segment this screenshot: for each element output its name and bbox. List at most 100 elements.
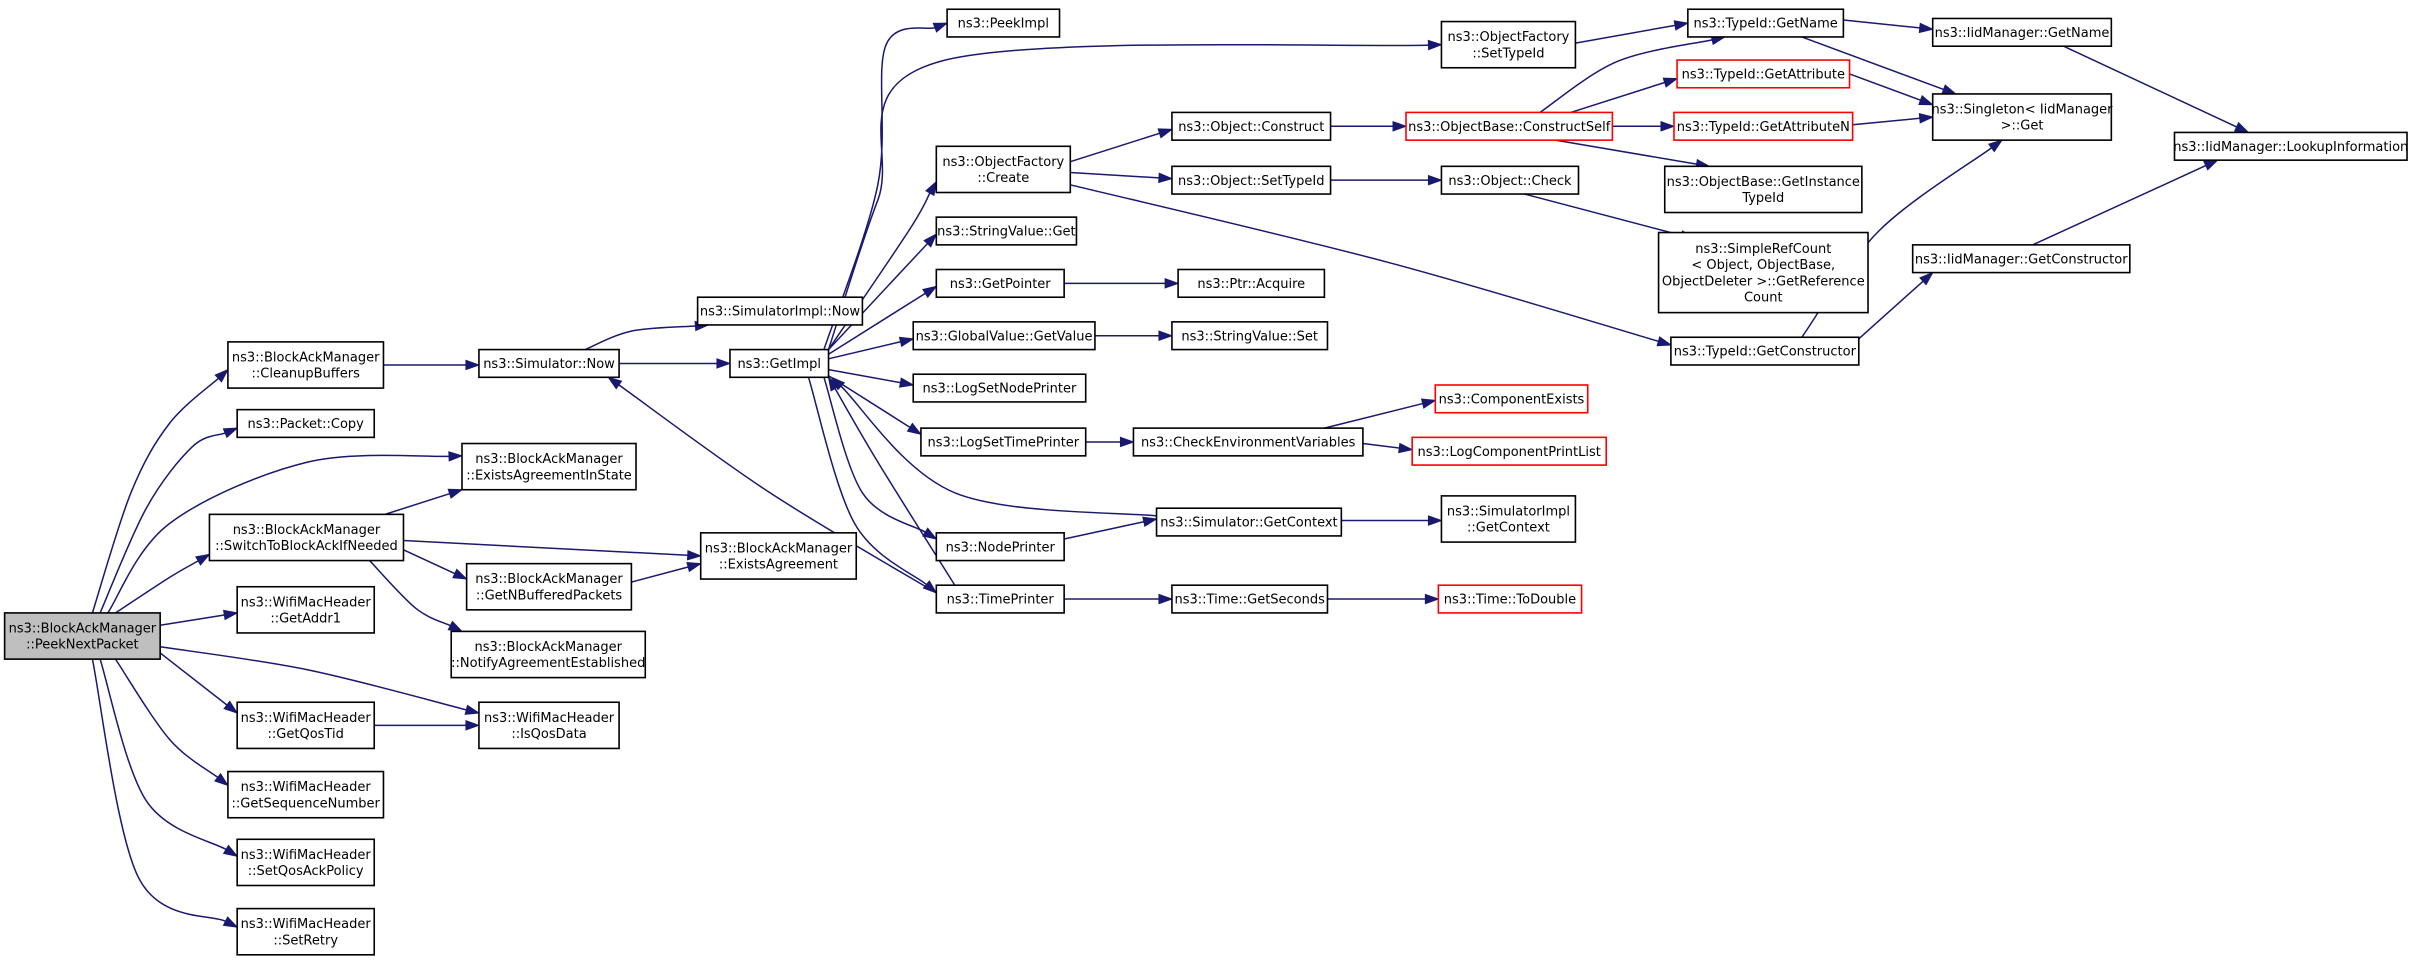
node-box[interactable] [1171,111,1332,141]
node-box[interactable] [236,907,376,956]
node-box[interactable] [912,321,1096,351]
node-timetodouble[interactable]: ns3::Time::ToDouble [1437,584,1583,614]
node-getqostid[interactable]: ns3::WifiMacHeader::GetQosTid [236,701,376,750]
node-box[interactable] [1663,165,1863,214]
node-box[interactable] [1931,17,2113,47]
node-cleanupbuffers[interactable]: ns3::BlockAckManager::CleanupBuffers [227,341,385,389]
node-box[interactable] [208,513,405,562]
node-box[interactable] [1155,507,1343,537]
node-box[interactable] [1440,165,1580,195]
node-box[interactable] [227,341,385,389]
node-packetcopy[interactable]: ns3::Packet::Copy [236,408,376,439]
node-setqosackpolicy[interactable]: ns3::WifiMacHeader::SetQosAckPolicy [236,838,376,887]
node-box[interactable] [1177,268,1326,299]
node-objectcheck[interactable]: ns3::Object::Check [1440,165,1580,195]
node-globalvaluegetvalue[interactable]: ns3::GlobalValue::GetValue [912,321,1096,351]
node-componentexists[interactable]: ns3::ComponentExists [1434,384,1589,414]
node-timegetseconds[interactable]: ns3::Time::GetSeconds [1171,584,1329,614]
node-box[interactable] [236,838,376,887]
node-box[interactable] [1931,93,2113,141]
node-box[interactable] [1171,584,1329,614]
node-getpointer[interactable]: ns3::GetPointer [935,268,1065,299]
node-typeidgetattribute[interactable]: ns3::TypeId::GetAttribute [1676,59,1851,89]
node-objectsettypeid[interactable]: ns3::Object::SetTypeId [1171,165,1332,195]
node-simulatorimplnow[interactable]: ns3::SimulatorImpl::Now [696,296,864,326]
node-box[interactable] [696,296,864,326]
node-typeidgetattributen[interactable]: ns3::TypeId::GetAttributeN [1673,111,1854,141]
node-box[interactable] [1405,111,1614,141]
node-box[interactable] [1132,427,1364,457]
node-iidmanagergetname[interactable]: ns3::IidManager::GetName [1931,17,2113,47]
node-peekimpl[interactable]: ns3::PeekImpl [946,8,1061,38]
node-box[interactable] [935,145,1072,194]
node-stringvalueget[interactable]: ns3::StringValue::Get [935,216,1078,246]
node-box[interactable] [236,701,376,750]
node-lookupinformation[interactable]: ns3::IidManager::LookupInformation [2173,131,2408,161]
node-simplerefcount[interactable]: ns3::SimpleRefCount< Object, ObjectBase,… [1657,231,1869,314]
node-box[interactable] [450,630,647,679]
node-box[interactable] [935,532,1065,562]
node-box[interactable] [699,532,858,580]
node-box[interactable] [1440,495,1577,543]
node-getimpl[interactable]: ns3::GetImpl [729,348,830,379]
node-simulatornow[interactable]: ns3::Simulator::Now [478,348,620,379]
node-nodeprinter[interactable]: ns3::NodePrinter [935,532,1065,562]
node-setretry[interactable]: ns3::WifiMacHeader::SetRetry [236,907,376,956]
node-existsagreement[interactable]: ns3::BlockAckManager::ExistsAgreement [699,532,858,580]
node-box[interactable] [1676,59,1851,89]
node-logcomponentprintlist[interactable]: ns3::LogComponentPrintList [1411,436,1608,466]
node-isqosdata[interactable]: ns3::WifiMacHeader::IsQosData [478,701,620,750]
node-box[interactable] [236,408,376,439]
node-timeprinter[interactable]: ns3::TimePrinter [935,584,1065,614]
node-box[interactable] [236,585,376,634]
node-box[interactable] [478,348,620,379]
node-box[interactable] [946,8,1061,38]
node-ptracquire[interactable]: ns3::Ptr::Acquire [1177,268,1326,299]
node-getsequencenumber[interactable]: ns3::WifiMacHeader::GetSequenceNumber [227,770,385,819]
node-typeidgetconstructor[interactable]: ns3::TypeId::GetConstructor [1670,336,1860,366]
node-box[interactable] [1434,384,1589,414]
node-constructself[interactable]: ns3::ObjectBase::ConstructSelf [1405,111,1614,141]
node-stringvalueset[interactable]: ns3::StringValue::Set [1171,321,1329,351]
node-existsagreementinstate[interactable]: ns3::BlockAckManager::ExistsAgreementInS… [461,442,637,491]
node-typeidgetname[interactable]: ns3::TypeId::GetName [1687,8,1845,38]
node-box[interactable] [461,442,637,491]
node-logsettimeprinter[interactable]: ns3::LogSetTimePrinter [920,427,1087,457]
node-box[interactable] [1911,244,2131,274]
node-box[interactable] [1657,231,1869,314]
node-box[interactable] [1670,336,1860,366]
node-objectfactorycreate[interactable]: ns3::ObjectFactory::Create [935,145,1072,194]
node-box[interactable] [1673,111,1854,141]
node-root[interactable]: ns3::BlockAckManager::PeekNextPacket [3,612,161,660]
node-simulatorgetcontext[interactable]: ns3::Simulator::GetContext [1155,507,1343,537]
node-switchtoblockack[interactable]: ns3::BlockAckManager::SwitchToBlockAckIf… [208,513,405,562]
node-objectconstruct[interactable]: ns3::Object::Construct [1171,111,1332,141]
node-singletonget[interactable]: ns3::Singleton< IidManager >::Get [1931,93,2114,141]
node-box[interactable] [912,373,1087,403]
node-box[interactable] [1440,20,1577,69]
node-getaddr1[interactable]: ns3::WifiMacHeader::GetAddr1 [236,585,376,634]
node-box[interactable] [935,584,1065,614]
node-logsetnodeprinter[interactable]: ns3::LogSetNodePrinter [912,373,1087,403]
node-box[interactable] [227,770,385,819]
node-notifyagreementestablished[interactable]: ns3::BlockAckManager::NotifyAgreementEst… [450,630,647,679]
node-box[interactable] [1687,8,1845,38]
node-checkenvironmentvariables[interactable]: ns3::CheckEnvironmentVariables [1132,427,1364,457]
node-box[interactable] [1171,165,1332,195]
node-box[interactable] [1437,584,1583,614]
node-box[interactable] [729,348,830,379]
node-iidmanagergetconstructor[interactable]: ns3::IidManager::GetConstructor [1911,244,2131,274]
node-box[interactable] [2173,131,2408,161]
node-box[interactable] [935,216,1078,246]
node-simulatorimplgetcontext[interactable]: ns3::SimulatorImpl::GetContext [1440,495,1577,543]
node-box[interactable] [478,701,620,750]
node-getnbufferedpackets[interactable]: ns3::BlockAckManager::GetNBufferedPacket… [465,562,633,611]
node-box[interactable] [935,268,1065,299]
node-objectfactorysettypeid[interactable]: ns3::ObjectFactory::SetTypeId [1440,20,1577,69]
node-box[interactable] [1171,321,1329,351]
node-box[interactable] [920,427,1087,457]
node-box[interactable] [465,562,633,611]
node-box[interactable] [1411,436,1608,466]
node-box[interactable] [3,612,161,660]
